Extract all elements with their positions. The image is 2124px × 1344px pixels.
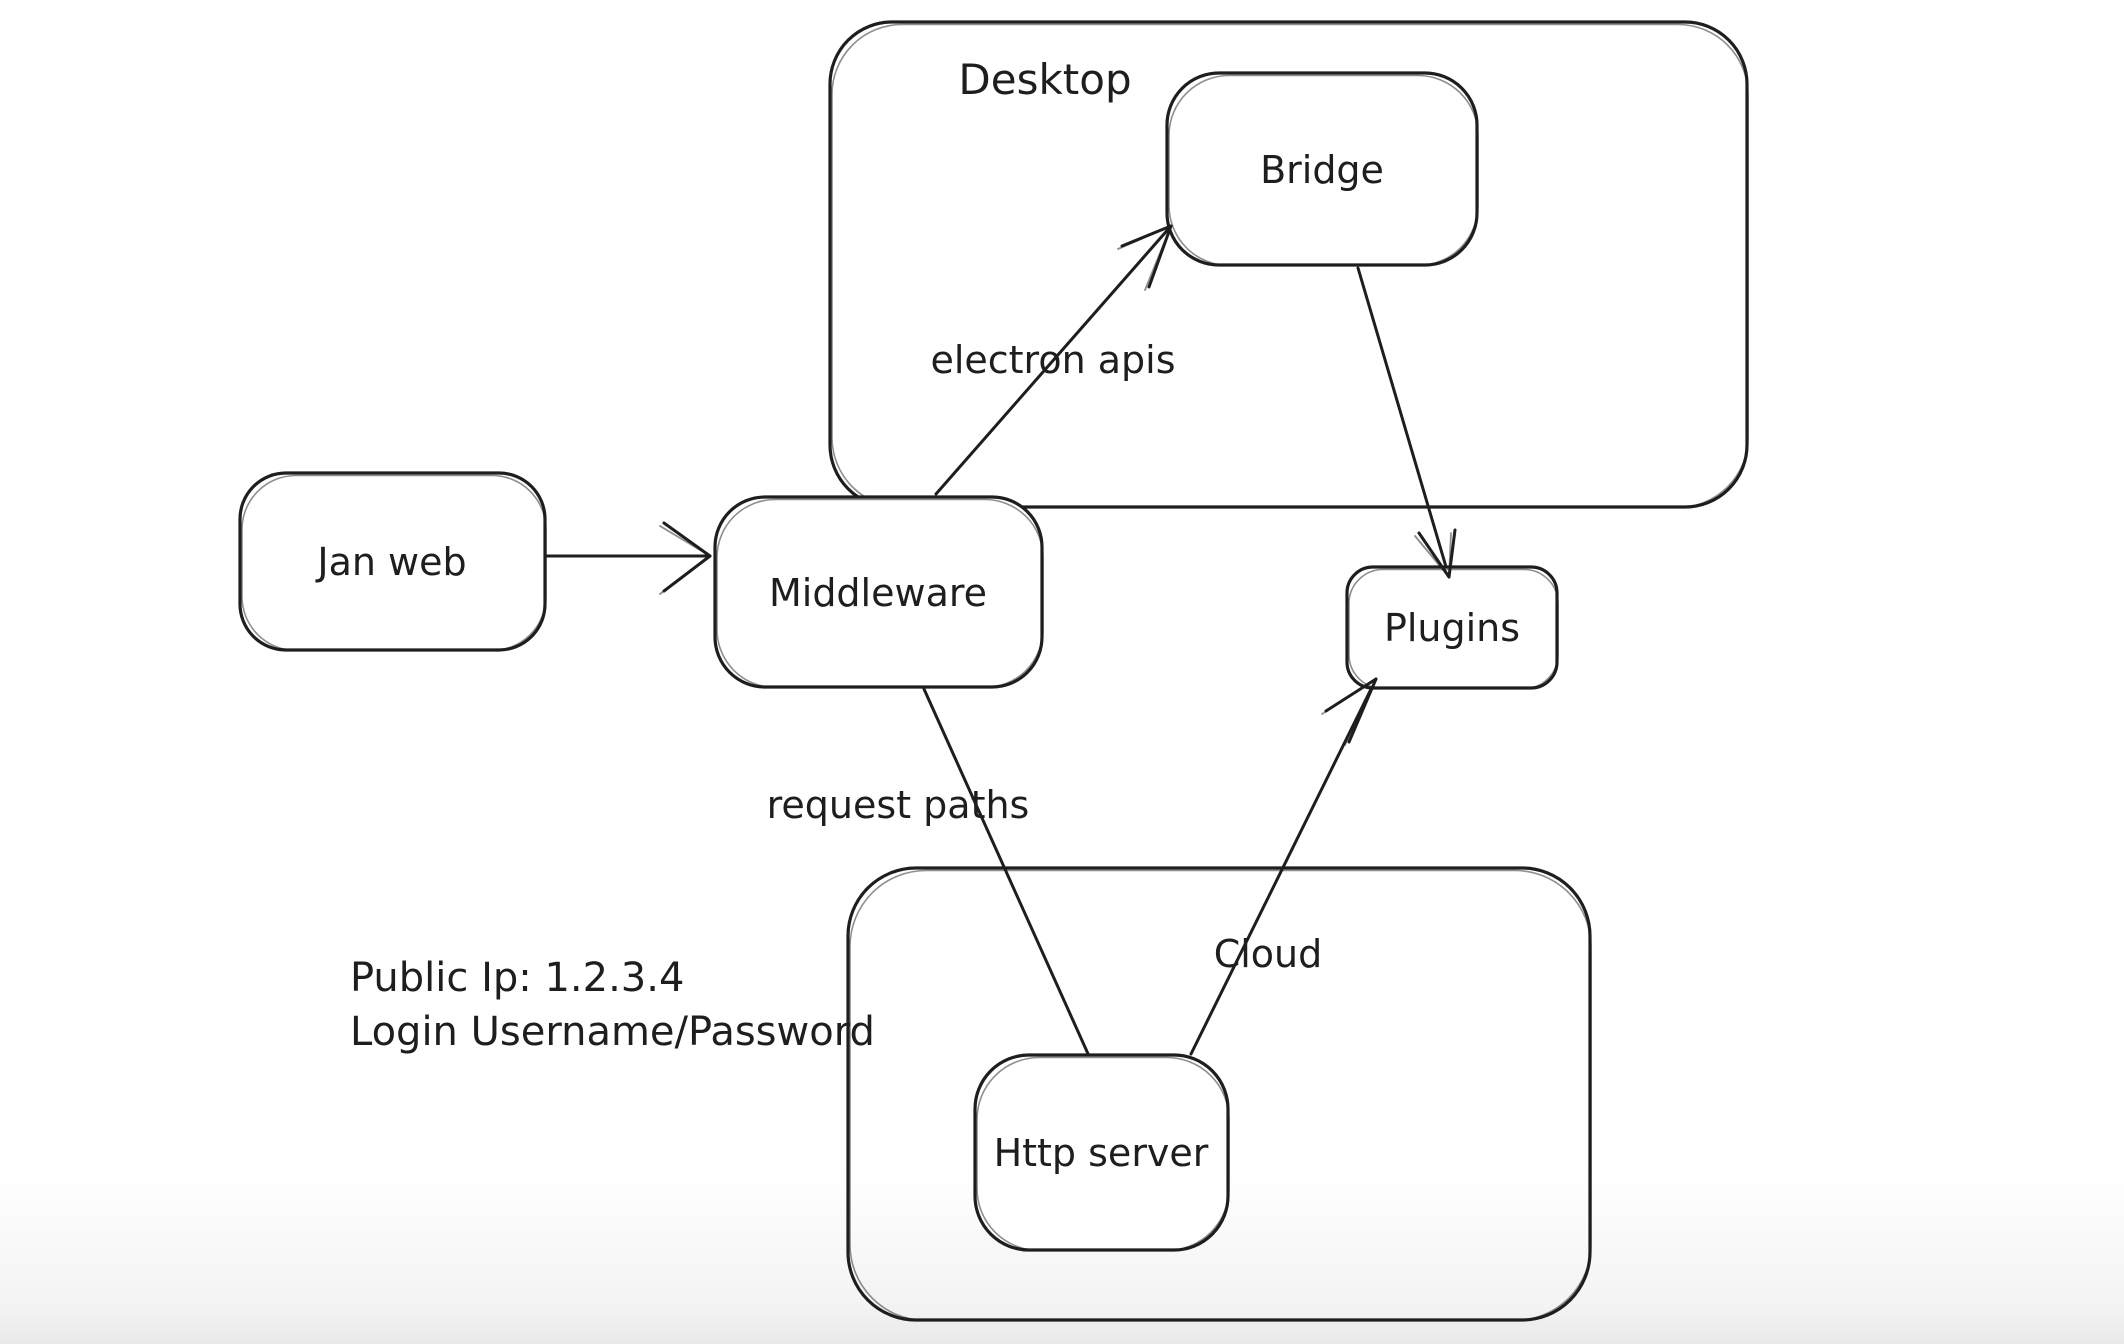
node-jan-web[interactable] [238, 471, 547, 652]
arrowhead-sketch-leg [1344, 678, 1377, 746]
edge-bridge-plugins[interactable] [1356, 266, 1451, 579]
arrowhead-middleware-bridge [1117, 224, 1173, 291]
arrowhead-sketch-leg [659, 525, 711, 557]
edge-line [1356, 266, 1451, 579]
annotation-public-ip[interactable]: Public Ip: 1.2.3.4 [350, 955, 684, 1001]
edge-line [1189, 677, 1378, 1056]
annotation-login[interactable]: Login Username/Password [350, 1009, 875, 1055]
arrowhead-sketch-leg [1117, 225, 1172, 250]
arrowhead-sketch-leg [1321, 678, 1377, 715]
label-middleware: Middleware [769, 571, 987, 615]
edge-line [922, 687, 1091, 1058]
arrowhead-sketch-leg [1144, 225, 1172, 291]
node-http-server[interactable] [973, 1053, 1230, 1252]
shape-sketch-stroke [716, 498, 1044, 689]
container-desktop[interactable] [828, 20, 1749, 509]
shape-sketch-stroke [241, 474, 547, 652]
arrowhead-sketch-leg [1448, 532, 1452, 578]
edge-line [934, 224, 1173, 496]
container-cloud[interactable] [846, 866, 1592, 1322]
shape-sketch-stroke [831, 23, 1749, 509]
node-bridge[interactable] [1165, 71, 1479, 267]
label-bridge: Bridge [1260, 148, 1384, 192]
edge-httpserver-plugins[interactable] [1189, 677, 1378, 1056]
edges-layer [545, 224, 1451, 1058]
shape-sketch-stroke [1168, 74, 1479, 267]
labels-layer: Desktop Cloud Jan web Bridge Middleware … [315, 55, 1520, 1175]
shape-sketch-stroke [1348, 568, 1559, 690]
edge-middleware-bridge[interactable] [934, 224, 1173, 496]
label-jan-web: Jan web [315, 540, 466, 584]
label-plugins: Plugins [1384, 606, 1520, 650]
shape-sketch-stroke [849, 869, 1592, 1322]
edge-middleware-httpserver[interactable] [922, 687, 1091, 1058]
label-desktop: Desktop [958, 55, 1131, 104]
node-plugins[interactable] [1345, 565, 1559, 690]
label-http-server: Http server [994, 1131, 1209, 1175]
arrowhead-bridge-plugins [1414, 528, 1457, 579]
label-cloud: Cloud [1214, 932, 1323, 976]
arrowhead-sketch-leg [1414, 535, 1450, 578]
shapes-layer [238, 20, 1749, 1322]
arrowhead-janweb-middleware [659, 521, 712, 595]
arrowhead-sketch-leg [659, 555, 711, 595]
label-electron-apis[interactable]: electron apis [930, 338, 1175, 382]
label-request-paths[interactable]: request paths [767, 783, 1030, 827]
node-middleware[interactable] [713, 495, 1044, 689]
shape-sketch-stroke [976, 1056, 1230, 1252]
arrowhead-httpserver-plugins [1321, 677, 1378, 746]
